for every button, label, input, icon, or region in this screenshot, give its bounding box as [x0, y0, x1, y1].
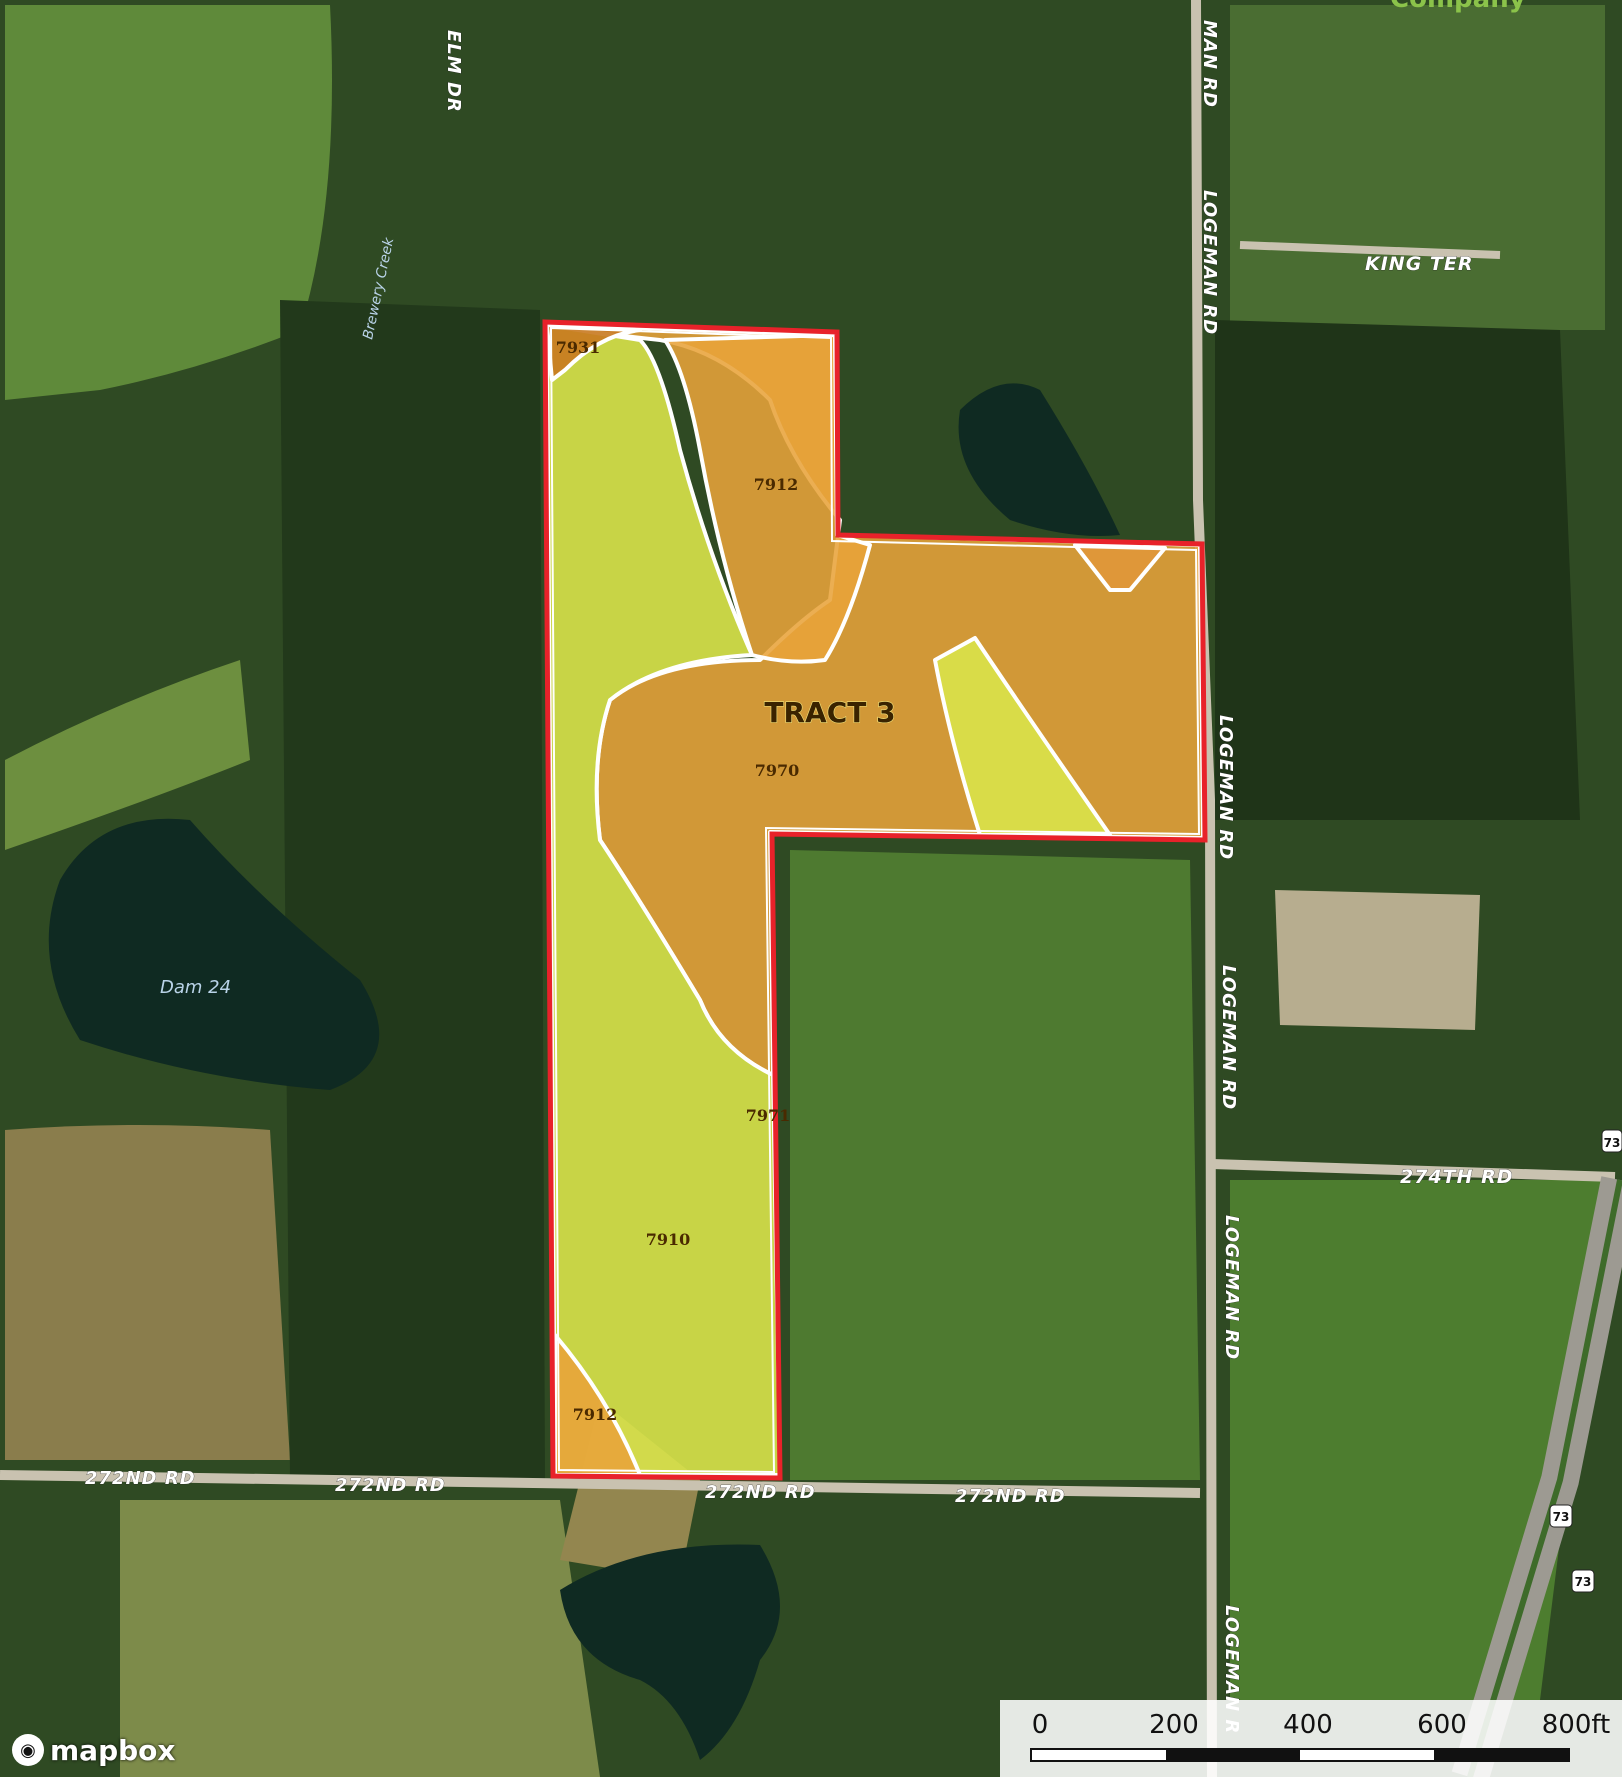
field-west: [5, 660, 250, 850]
water-label-dam-24: Dam 24: [160, 977, 231, 998]
soil-label-7970: 7970: [755, 761, 800, 780]
svg-text:73: 73: [1575, 1575, 1592, 1589]
road-272nd: [0, 1470, 1201, 1498]
svg-text:73: 73: [1604, 1136, 1621, 1150]
tract-boundary[interactable]: [542, 319, 1208, 1481]
tract-label: TRACT 3: [764, 696, 895, 729]
soil-label-7910: 7910: [646, 1230, 691, 1249]
scale-seg-4: [1434, 1750, 1568, 1760]
mapbox-logo[interactable]: ◉ mapbox: [12, 1730, 175, 1770]
road-label-king-ter: KING TER: [1365, 253, 1473, 275]
scale-seg-2: [1166, 1750, 1300, 1760]
highway-73-median: [1467, 1179, 1622, 1777]
mapbox-logo-text: mapbox: [50, 1733, 176, 1767]
scale-tick-800ft: 800ft: [1541, 1710, 1611, 1740]
pond-south: [560, 1544, 780, 1760]
woods-central: [280, 300, 545, 1480]
soil-polygon-7910[interactable]: [545, 323, 782, 1477]
highway-shield-73-b: 73: [1549, 1504, 1573, 1528]
svg-text:73: 73: [1553, 1510, 1570, 1524]
field-northwest: [5, 5, 332, 400]
scale-bar: 0 200 400 600 800ft: [1000, 1700, 1622, 1777]
pond-dam-24: [48, 818, 380, 1090]
scale-tick-400: 400: [1283, 1710, 1333, 1740]
road-label-logeman-2: LOGEMAN RD: [1215, 715, 1236, 860]
pond-north: [958, 383, 1120, 536]
road-label-logeman-4: LOGEMAN RD: [1221, 1215, 1242, 1360]
soil-label-7971: 7971: [746, 1106, 791, 1125]
road-label-272nd-a: 272ND RD: [85, 1468, 196, 1489]
soil-label-7931: 7931: [556, 338, 601, 357]
road-label-272nd-d: 272ND RD: [955, 1486, 1066, 1507]
mapbox-logo-icon: ◉: [12, 1734, 44, 1766]
soil-label-7912-bottom: 7912: [573, 1405, 618, 1424]
field-northeast: [1230, 5, 1605, 330]
soil-label-7912-top: 7912: [754, 475, 799, 494]
soil-polygon-7971[interactable]: [933, 636, 1112, 837]
road-label-272nd-c: 272ND RD: [705, 1482, 816, 1503]
highway-shield-73-c: 73: [1571, 1569, 1595, 1593]
field-southeast: [790, 850, 1200, 1480]
road-label-logeman-top: MAN RD: [1199, 20, 1220, 108]
field-southwest: [5, 1125, 290, 1460]
scale-seg-3: [1300, 1750, 1434, 1760]
road-274th: [1211, 1159, 1616, 1182]
road-label-274th: 274TH RD: [1400, 1166, 1514, 1188]
tract-boundary-inner: [549, 326, 1201, 1474]
scale-bar-graphic: [1030, 1748, 1570, 1762]
field-south: [120, 1500, 600, 1777]
soil-polygon-corner[interactable]: [1073, 543, 1167, 592]
soil-map-layer: [545, 323, 1205, 1477]
scale-tick-600: 600: [1417, 1710, 1467, 1740]
woods-east: [1215, 320, 1580, 820]
soil-polygon-7912-top[interactable]: [663, 333, 872, 664]
scale-tick-200: 200: [1149, 1710, 1199, 1740]
road-label-272nd-b: 272ND RD: [335, 1475, 446, 1496]
watermark-company: Company: [1390, 0, 1526, 14]
scale-seg-1: [1032, 1750, 1166, 1760]
road-label-logeman-3: LOGEMAN RD: [1218, 965, 1239, 1110]
road-label-elm-dr: ELM DR: [443, 30, 464, 113]
field-east-lower: [1230, 1180, 1605, 1700]
clearing-pad: [1275, 890, 1480, 1030]
scale-tick-0: 0: [1031, 1710, 1049, 1740]
road-king-ter: [1239, 241, 1501, 259]
highway-shield-73-a: 73: [1601, 1129, 1622, 1153]
road-label-logeman-1: LOGEMAN RD: [1199, 190, 1220, 335]
scale-bar-ticks: 0 200 400 600 800ft: [1010, 1710, 1611, 1740]
